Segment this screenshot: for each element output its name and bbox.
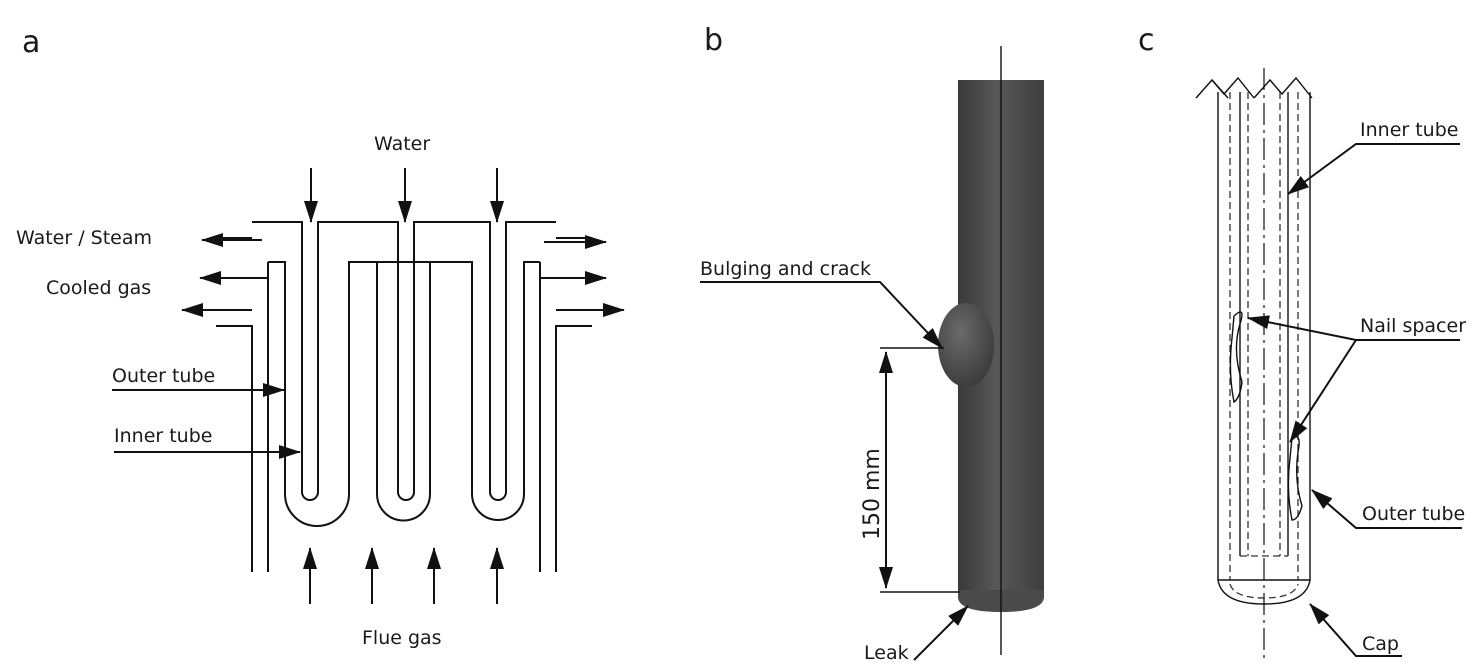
water-inlet-arrows bbox=[304, 168, 504, 223]
panel-c: c Inner tube Nail spacer Outer tube bbox=[1138, 23, 1466, 660]
cooled-gas-label: Cooled gas bbox=[46, 277, 151, 299]
dimension-150mm bbox=[879, 347, 960, 593]
nail-spacer-lower bbox=[1287, 435, 1303, 521]
panel-c-letter: c bbox=[1138, 23, 1155, 58]
outer-tube-label-a: Outer tube bbox=[112, 365, 215, 387]
panel-a: a Water bbox=[16, 25, 625, 649]
panel-b-letter: b bbox=[704, 23, 723, 58]
inner-tube-label-a: Inner tube bbox=[114, 425, 212, 447]
panel-b: b Bulging and crack 150 mm Leak bbox=[700, 23, 1044, 663]
nail-spacer-label: Nail spacer bbox=[1360, 315, 1466, 337]
bulging-crack-label: Bulging and crack bbox=[700, 258, 871, 280]
leak-label: Leak bbox=[864, 642, 909, 663]
panel-a-letter: a bbox=[22, 25, 40, 60]
outer-tube-label-c: Outer tube bbox=[1362, 503, 1465, 525]
nail-spacer-upper bbox=[1229, 311, 1243, 404]
flue-gas-arrows bbox=[303, 547, 504, 604]
flue-gas-label: Flue gas bbox=[362, 627, 442, 649]
bulge bbox=[938, 303, 994, 387]
dimension-label: 150 mm bbox=[860, 448, 885, 540]
right-outlet-arrows bbox=[544, 235, 625, 317]
water-label: Water bbox=[374, 133, 430, 155]
water-steam-label: Water / Steam bbox=[16, 227, 152, 249]
cap-label: Cap bbox=[1362, 633, 1399, 655]
inner-tube-label-c: Inner tube bbox=[1360, 119, 1458, 141]
left-outlet-arrows bbox=[181, 233, 264, 317]
panel-a-tube-schematic bbox=[216, 221, 592, 572]
